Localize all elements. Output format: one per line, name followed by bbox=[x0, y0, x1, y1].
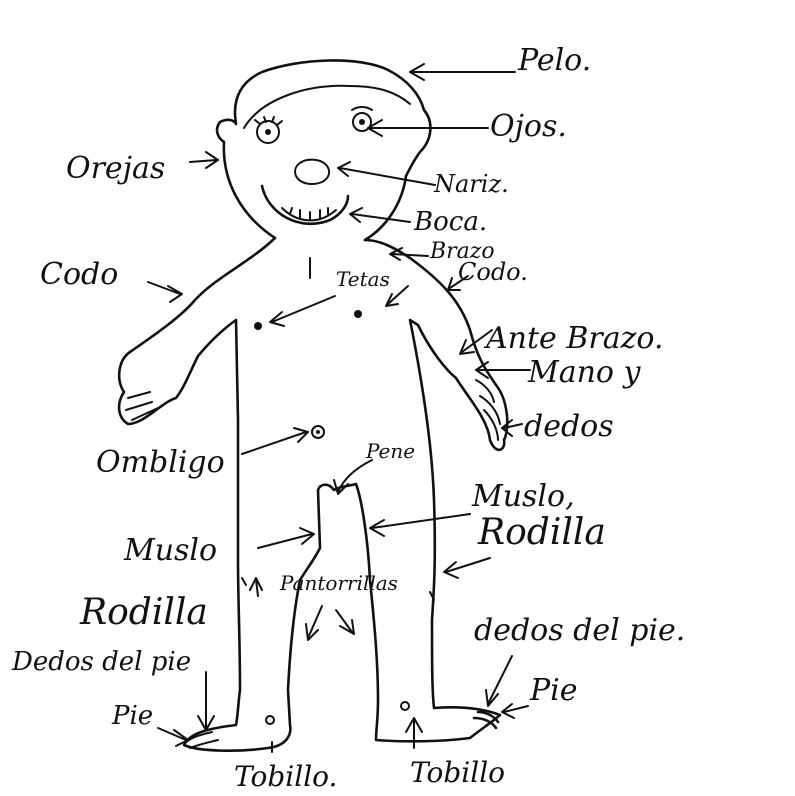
mouth bbox=[262, 186, 348, 224]
label-tobillo-right: Tobillo bbox=[410, 756, 505, 789]
label-codo-right: Codo. bbox=[458, 258, 528, 286]
label-tobillo-left: Tobillo. bbox=[234, 760, 337, 793]
label-dedos-del-pie-right: dedos del pie. bbox=[474, 613, 685, 648]
label-pie-left: Pie bbox=[111, 701, 153, 731]
label-rodilla-right: Rodilla bbox=[477, 512, 606, 553]
navel bbox=[312, 426, 324, 438]
nipple-left bbox=[254, 322, 262, 330]
label-ojos: Ojos. bbox=[490, 109, 567, 144]
nose bbox=[295, 160, 329, 184]
left-eye bbox=[255, 117, 282, 143]
label-orejas: Orejas bbox=[66, 151, 165, 186]
label-boca: Boca. bbox=[413, 207, 487, 237]
nipple-right bbox=[354, 310, 362, 318]
toes-left bbox=[186, 732, 218, 748]
label-pantorrillas: Pantorrillas bbox=[279, 571, 398, 595]
pointer-arrows bbox=[148, 64, 530, 752]
label-codo-left: Codo bbox=[40, 257, 118, 292]
label-ombligo: Ombligo bbox=[96, 445, 225, 480]
ankle-right bbox=[401, 702, 409, 710]
label-nariz: Nariz. bbox=[433, 170, 509, 198]
knee-left-mark bbox=[242, 578, 246, 585]
label-pene: Pene bbox=[365, 439, 415, 463]
label-dedos-del-pie-left: Dedos del pie bbox=[11, 647, 191, 677]
label-pelo: Pelo. bbox=[517, 43, 591, 78]
labels: Pelo. Ojos. Orejas Nariz. Boca. Brazo Co… bbox=[11, 43, 685, 793]
label-muslo-left: Muslo bbox=[123, 533, 217, 568]
label-rodilla-left: Rodilla bbox=[79, 592, 208, 633]
ankle-left bbox=[266, 716, 274, 724]
fingers-left bbox=[126, 392, 158, 420]
label-muslo-right: Muslo, bbox=[471, 479, 575, 514]
label-pie-right: Pie bbox=[529, 673, 578, 708]
label-mano-y: Mano y bbox=[527, 355, 642, 390]
label-antebrazo: Ante Brazo. bbox=[483, 321, 663, 356]
label-tetas: Tetas bbox=[336, 267, 390, 291]
label-dedos: dedos bbox=[524, 409, 614, 444]
